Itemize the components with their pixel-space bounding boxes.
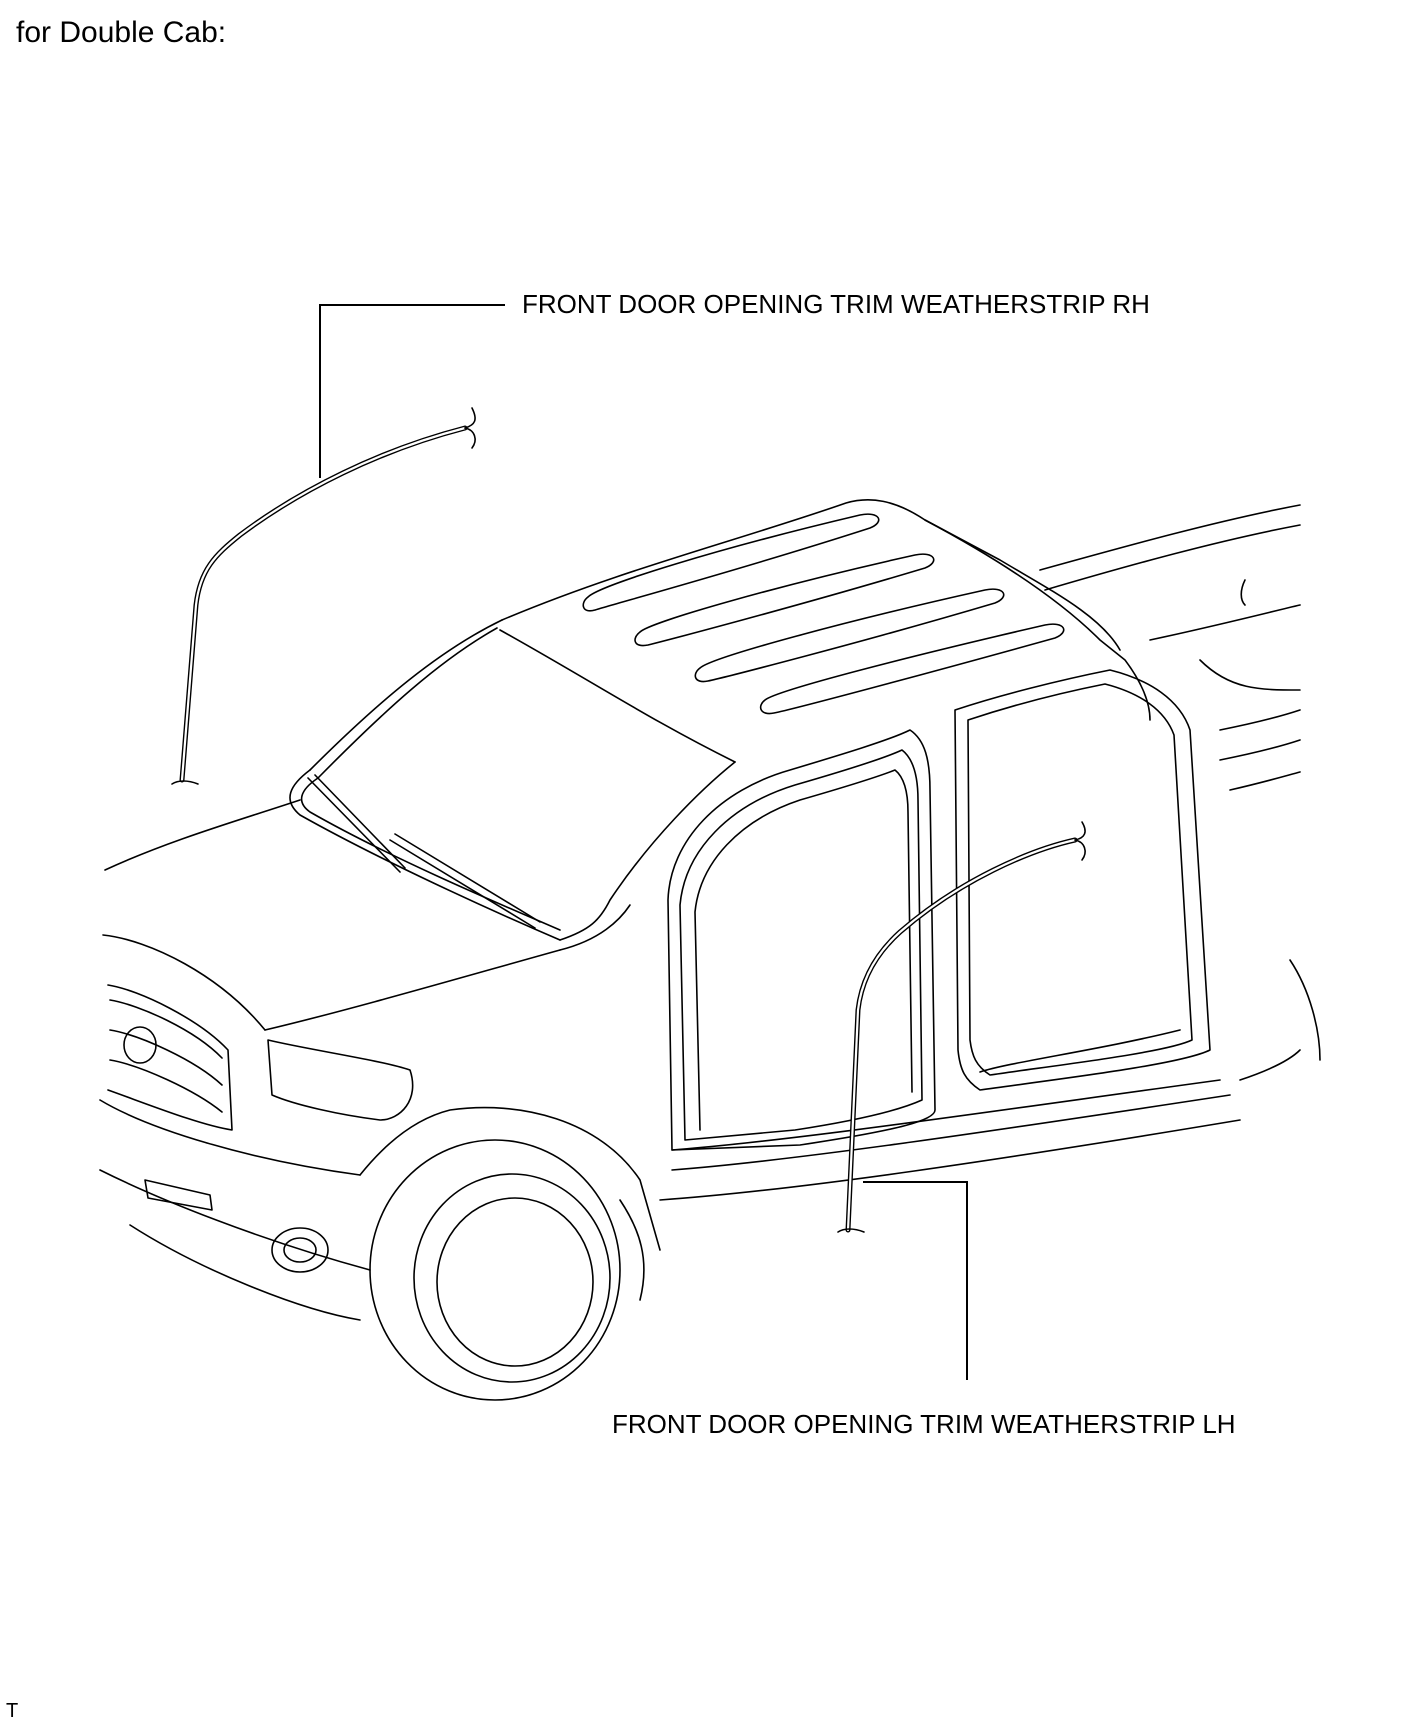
footer-mark: T	[6, 1700, 19, 1722]
callout-label-rh: FRONT DOOR OPENING TRIM WEATHERSTRIP RH	[522, 289, 1150, 319]
leader-line-lh	[863, 1181, 968, 1380]
page-title: for Double Cab:	[16, 16, 227, 49]
leader-line-rh	[319, 304, 505, 478]
weatherstrip-rh-part	[171, 407, 476, 785]
truck-illustration	[99, 499, 1321, 1401]
callout-label-lh: FRONT DOOR OPENING TRIM WEATHERSTRIP LH	[612, 1409, 1236, 1439]
weatherstrip-lh-part	[837, 821, 1086, 1233]
